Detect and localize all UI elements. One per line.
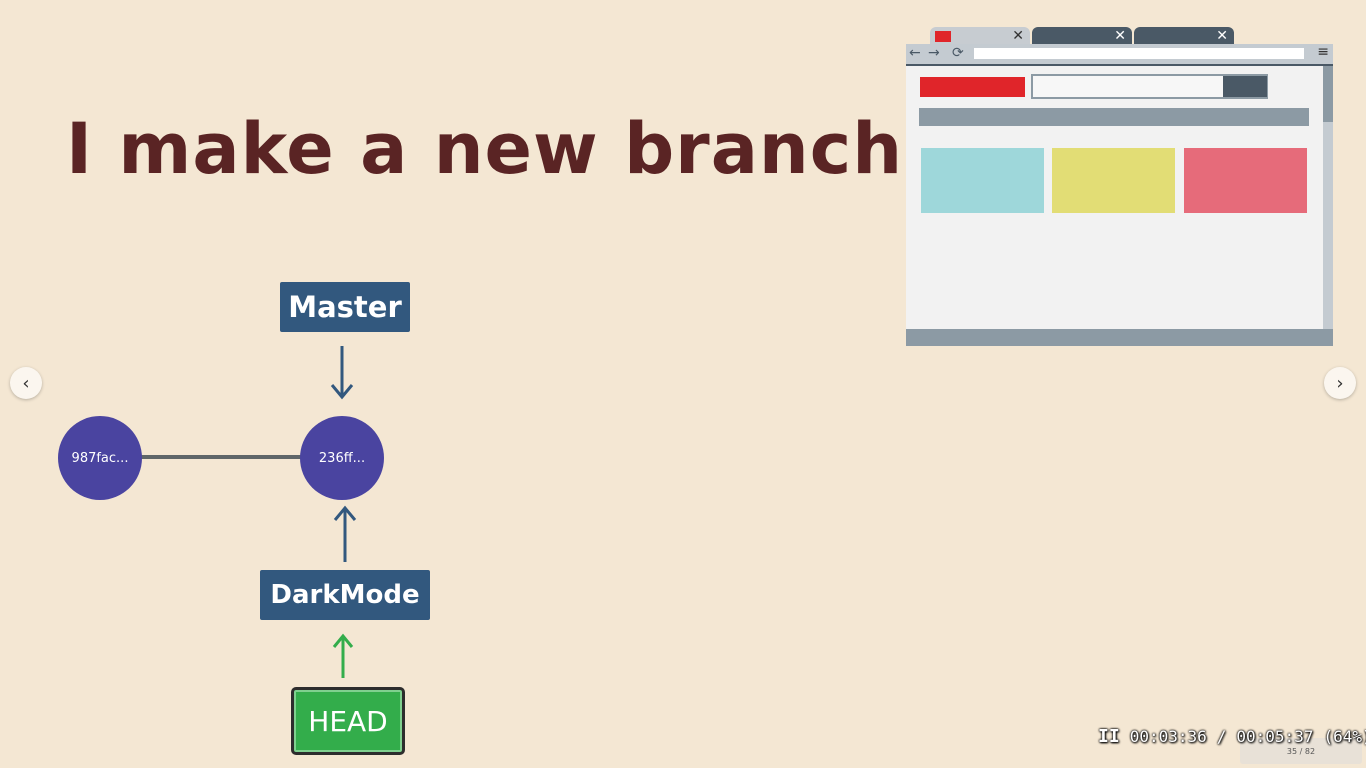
content-card-teal xyxy=(921,148,1044,213)
master-branch-label: Master xyxy=(280,282,410,332)
close-icon: ✕ xyxy=(1012,28,1024,44)
chevron-right-icon: › xyxy=(1336,372,1344,394)
previous-slide-button[interactable]: ‹ xyxy=(10,367,42,399)
browser-viewport xyxy=(906,66,1323,329)
scrollbar-thumb xyxy=(1323,66,1333,122)
reload-icon: ⟳ xyxy=(952,45,964,61)
close-icon: ✕ xyxy=(1114,28,1126,44)
content-card-yellow xyxy=(1052,148,1175,213)
progress-percent: (64%) xyxy=(1323,726,1366,746)
darkmode-arrow xyxy=(333,505,357,562)
close-icon: ✕ xyxy=(1216,28,1228,44)
browser-toolbar: ← → ⟳ ≡ xyxy=(906,44,1333,66)
forward-arrow-icon: → xyxy=(928,45,940,61)
browser-tab-active: ✕ xyxy=(930,27,1030,45)
back-arrow-icon: ← xyxy=(909,45,921,61)
head-pointer-label: HEAD xyxy=(291,687,405,755)
commit-hash: 236ff... xyxy=(318,450,366,466)
pause-icon[interactable]: II xyxy=(1098,725,1120,747)
commit-hash: 987fac... xyxy=(71,450,129,466)
head-arrow xyxy=(332,633,354,678)
browser-tab: ✕ xyxy=(1134,27,1234,45)
hamburger-menu-icon: ≡ xyxy=(1317,44,1329,60)
search-button-illustration xyxy=(1223,76,1267,97)
scrollbar-illustration xyxy=(1323,66,1333,329)
video-status-bar: II 00:03:36 / 00:05:37 (64%) xyxy=(1098,722,1366,750)
commit-link-line xyxy=(140,455,302,459)
tab-favicon xyxy=(935,31,951,42)
master-arrow xyxy=(330,346,354,400)
slide-title: I make a new branch! xyxy=(66,108,937,190)
current-time: 00:03:36 xyxy=(1129,726,1207,746)
time-separator: / xyxy=(1216,726,1227,746)
browser-illustration: ✕ ✕ ✕ ← → ⟳ ≡ xyxy=(906,27,1333,346)
browser-footer-bar xyxy=(906,329,1333,346)
logo-block xyxy=(920,77,1025,97)
total-time: 00:05:37 xyxy=(1236,726,1314,746)
chevron-left-icon: ‹ xyxy=(22,372,30,394)
commit-node: 236ff... xyxy=(300,416,384,500)
next-slide-button[interactable]: › xyxy=(1324,367,1356,399)
browser-tab: ✕ xyxy=(1032,27,1132,45)
page-counter: 35 / 82 xyxy=(1286,746,1316,756)
darkmode-branch-label: DarkMode xyxy=(260,570,430,620)
player-controls-strip[interactable]: 35 / 82 xyxy=(1240,738,1362,764)
address-bar xyxy=(974,48,1304,59)
content-card-pink xyxy=(1184,148,1307,213)
commit-node: 987fac... xyxy=(58,416,142,500)
nav-bar-illustration xyxy=(919,108,1309,126)
